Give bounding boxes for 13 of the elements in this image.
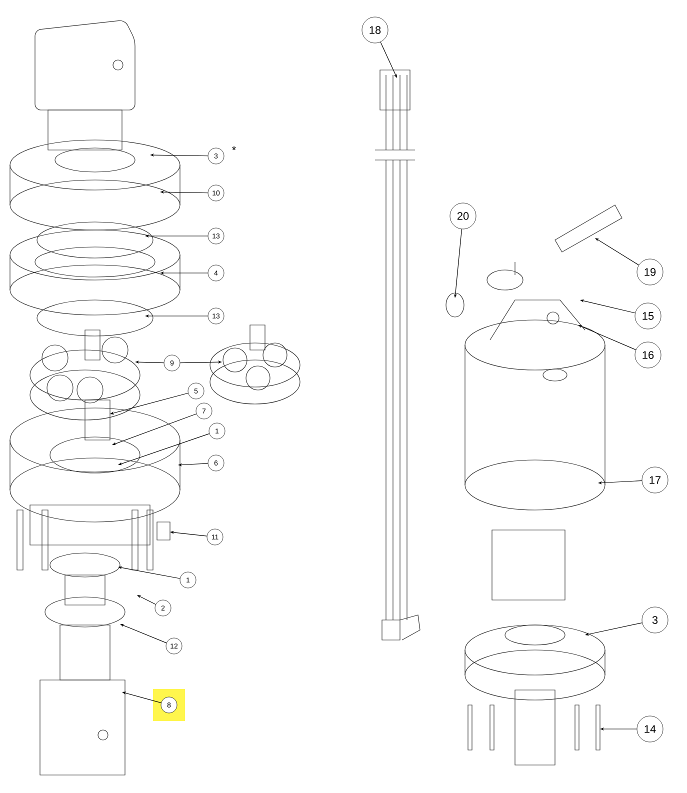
callout-number: 14 <box>636 716 664 742</box>
callout-number: 18 <box>362 16 388 44</box>
callout-number: 3 <box>642 606 668 634</box>
leader-line <box>578 325 636 350</box>
callout-number: 20 <box>450 202 476 230</box>
leader-line <box>380 42 397 78</box>
callout-number: 16 <box>634 342 662 368</box>
callout-number: 15 <box>634 302 662 330</box>
asterisk: * <box>232 146 236 150</box>
leader-line <box>595 238 640 266</box>
leader-line <box>137 595 156 605</box>
callout-number: 19 <box>636 258 664 286</box>
callout-number: 17 <box>642 466 668 494</box>
